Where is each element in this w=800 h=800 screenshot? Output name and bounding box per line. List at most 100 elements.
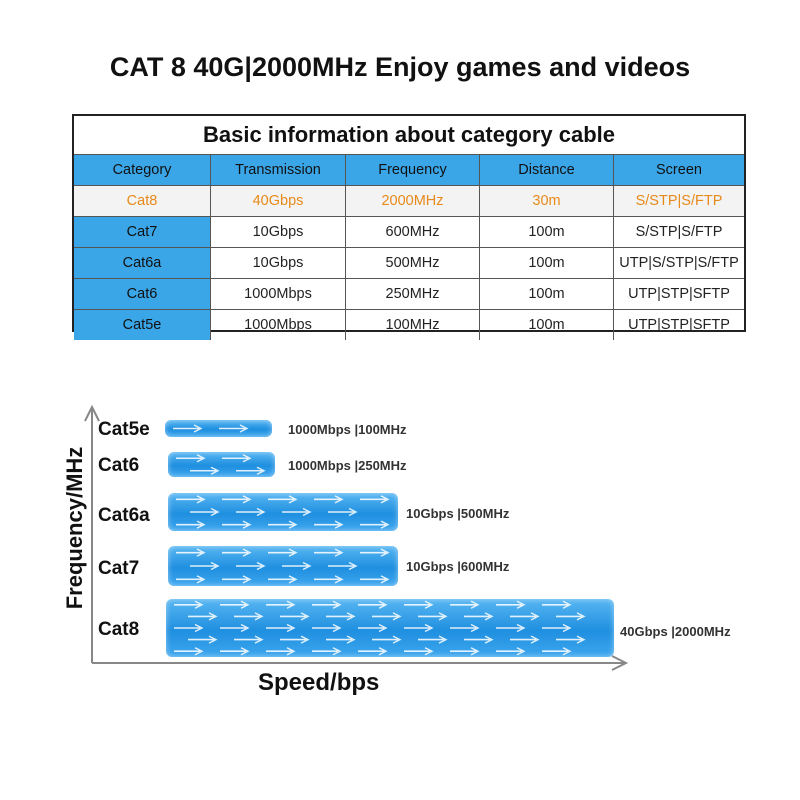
arrow-icon <box>176 520 206 529</box>
arrow-icon <box>542 623 572 633</box>
cable-bar-cat6a <box>168 493 398 531</box>
arrow-icon <box>188 635 218 644</box>
cable-bar-cat7 <box>168 546 398 586</box>
arrow-icon <box>176 495 206 504</box>
header-screen: Screen <box>613 155 744 185</box>
arrow-icon <box>222 575 252 584</box>
arrow-icon <box>326 612 356 621</box>
header-frequency: Frequency <box>345 155 479 185</box>
arrow-icon <box>496 647 526 656</box>
arrow-icon <box>220 623 250 633</box>
arrow-icon <box>358 600 388 609</box>
arrow-icon <box>464 635 494 644</box>
table-cell: S/STP|S/FTP <box>613 217 744 247</box>
arrow-icon <box>188 612 218 621</box>
arrow-icon <box>176 454 206 463</box>
arrow-icon <box>360 495 390 504</box>
header-transmission: Transmission <box>210 155 345 185</box>
arrow-icon <box>222 548 252 557</box>
arrow-icon <box>372 612 402 621</box>
arrow-streaks <box>176 495 390 529</box>
arrow-icon <box>236 507 266 517</box>
arrow-icon <box>404 600 434 609</box>
arrow-icon <box>282 561 312 571</box>
cable-bar-cat8 <box>166 599 614 657</box>
arrow-icon <box>280 612 310 621</box>
cable-spec-cat6: 1000Mbps |250MHz <box>288 458 407 473</box>
table-cell: Cat5e <box>74 310 210 340</box>
table-cell: Cat8 <box>74 186 210 216</box>
table-cell: UTP|S/STP|S/FTP <box>613 248 744 278</box>
arrow-icon <box>496 600 526 609</box>
table-cell: Cat6 <box>74 279 210 309</box>
header-distance: Distance <box>479 155 613 185</box>
arrow-icon <box>314 548 344 557</box>
table-cell: 2000MHz <box>345 186 479 216</box>
table-cell: UTP|STP|SFTP <box>613 310 744 340</box>
table-row: Cat5e 1000Mbps 100MHz 100m UTP|STP|SFTP <box>74 309 744 340</box>
table-cell: 100m <box>479 248 613 278</box>
table-cell: 40Gbps <box>210 186 345 216</box>
arrow-icon <box>266 647 296 656</box>
table-cell: 10Gbps <box>210 248 345 278</box>
arrow-icon <box>190 561 220 571</box>
arrow-icon <box>176 548 206 557</box>
arrow-icon <box>556 635 586 644</box>
table-cell: S/STP|S/FTP <box>613 186 744 216</box>
arrow-icon <box>328 507 358 517</box>
page-headline: CAT 8 40G|2000MHz Enjoy games and videos <box>109 52 691 82</box>
arrow-icon <box>312 647 342 656</box>
cable-label-cat7: Cat7 <box>98 558 140 579</box>
arrow-icon <box>234 635 264 644</box>
arrow-streaks <box>176 548 390 584</box>
arrow-streaks <box>176 454 266 475</box>
table-cell: Cat6a <box>74 248 210 278</box>
table-row: Cat8 40Gbps 2000MHz 30m S/STP|S/FTP <box>74 185 744 216</box>
table-row: Cat7 10Gbps 600MHz 100m S/STP|S/FTP <box>74 216 744 247</box>
table-cell: 600MHz <box>345 217 479 247</box>
x-axis-label: Speed/bps <box>258 669 380 696</box>
speed-frequency-diagram: Frequency/MHz Speed/bps Cat5e 1000Mbps |… <box>0 395 800 715</box>
arrow-icon <box>404 647 434 656</box>
arrow-icon <box>268 548 298 557</box>
arrow-streaks <box>174 600 586 656</box>
arrow-icon <box>190 507 220 517</box>
arrow-icon <box>176 575 206 584</box>
arrow-icon <box>360 548 390 557</box>
arrow-icon <box>268 575 298 584</box>
arrow-icon <box>510 612 540 621</box>
header-category: Category <box>74 155 210 185</box>
arrow-icon <box>266 623 296 633</box>
table-cell: 1000Mbps <box>210 279 345 309</box>
arrow-icon <box>222 454 252 463</box>
y-axis-arrow-icon <box>84 404 100 422</box>
arrow-icon <box>404 623 434 633</box>
arrow-icon <box>220 647 250 656</box>
arrow-icon <box>358 647 388 656</box>
arrow-icon <box>464 612 494 621</box>
cable-label-cat6: Cat6 <box>98 455 140 476</box>
arrow-icon <box>358 623 388 633</box>
arrow-icon <box>450 623 480 633</box>
table-cell: 100m <box>479 279 613 309</box>
arrow-icon <box>360 575 390 584</box>
table-title: Basic information about category cable <box>74 116 744 155</box>
arrow-icon <box>234 612 264 621</box>
arrow-icon <box>496 623 526 633</box>
arrow-icon <box>312 623 342 633</box>
arrow-icon <box>173 424 203 433</box>
arrow-icon <box>510 635 540 644</box>
arrow-icon <box>326 635 356 644</box>
table-row: Cat6 1000Mbps 250MHz 100m UTP|STP|SFTP <box>74 278 744 309</box>
arrow-icon <box>174 600 204 609</box>
table-cell: 30m <box>479 186 613 216</box>
table-cell: 1000Mbps <box>210 310 345 340</box>
x-axis-arrow-icon <box>611 655 629 671</box>
arrow-icon <box>282 507 312 517</box>
arrow-icon <box>222 495 252 504</box>
arrow-icon <box>542 600 572 609</box>
arrow-icon <box>556 612 586 621</box>
table-row: Cat6a 10Gbps 500MHz 100m UTP|S/STP|S/FTP <box>74 247 744 278</box>
arrow-icon <box>542 647 572 656</box>
arrow-icon <box>219 424 249 433</box>
